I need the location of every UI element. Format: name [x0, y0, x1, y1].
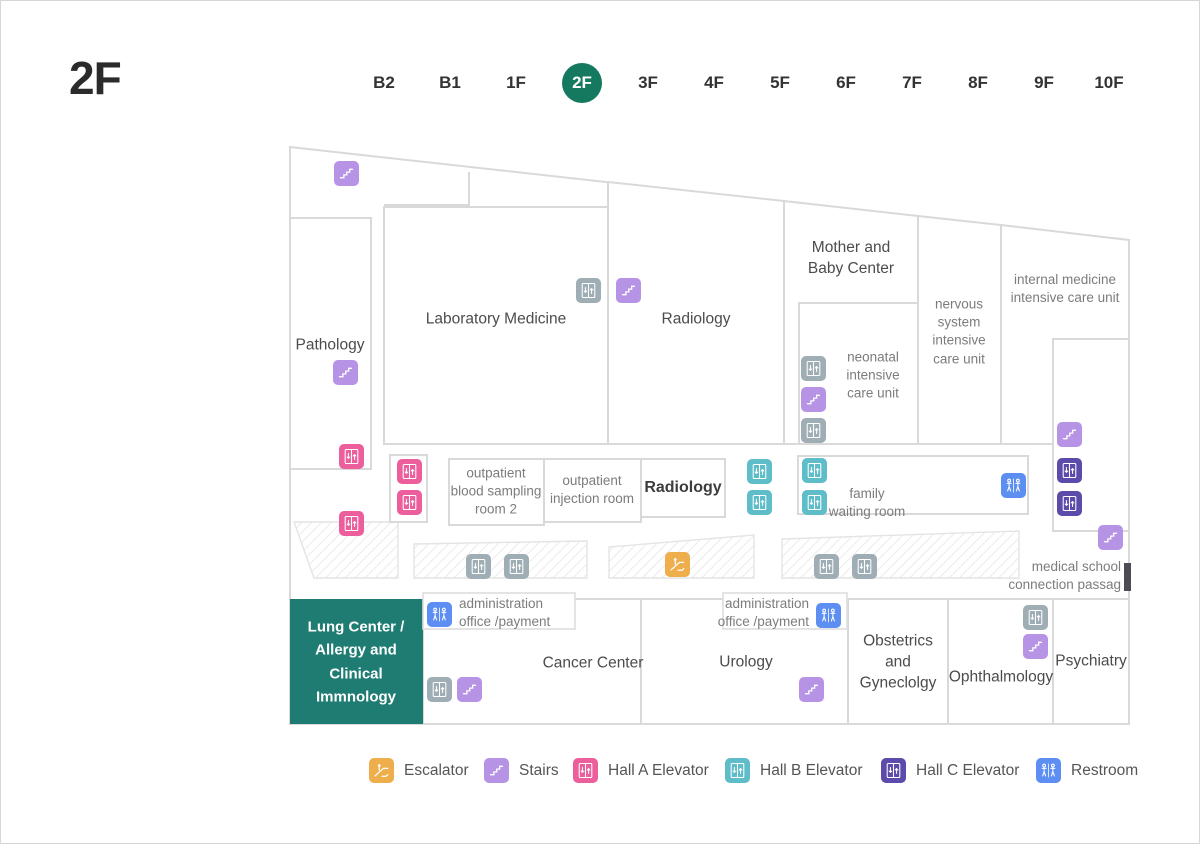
room-label-lung-center: Lung Center / Allergy and Clinical Immno… [307, 618, 405, 706]
corridor-hatch [781, 530, 1020, 579]
hall-c-elevator-icon [1057, 458, 1082, 483]
hall_a-icon [573, 758, 598, 783]
floor-tab-9f[interactable]: 9F [1034, 73, 1054, 92]
floor-tab-1f[interactable]: 1F [506, 73, 526, 92]
label-admin-office-left: administration office /payment [459, 595, 551, 629]
floor-tab-8f[interactable]: 8F [968, 73, 988, 92]
legend-item-hall_a: Hall A Elevator [573, 758, 709, 783]
room-label-neonatal-icu: neonatal intensive care unit [846, 349, 900, 402]
legend-item-stairs: Stairs [484, 758, 559, 783]
room-label-family-waiting: family waiting room [828, 485, 906, 519]
hall-b-elevator-icon [802, 458, 827, 483]
room-label-laboratory-medicine: Laboratory Medicine [425, 310, 567, 328]
room-label-outpatient-blood-sampling: outpatient blood sampling room 2 [450, 465, 542, 518]
room-label-cancer-center: Cancer Center [542, 654, 644, 672]
floor-tab-b2[interactable]: B2 [373, 73, 395, 92]
floor-tab-6f[interactable]: 6F [836, 73, 856, 92]
room-label-psychiatry: Psychiatry [1055, 652, 1127, 670]
floor-tab-10f[interactable]: 10F [1094, 73, 1124, 92]
escalator-icon [665, 552, 690, 577]
elevator-icon [466, 554, 491, 579]
hall-a-elevator-icon [397, 459, 422, 484]
hall-a-elevator-icon [339, 444, 364, 469]
wall-segment [384, 172, 470, 206]
elevator-icon [576, 278, 601, 303]
room-label-pathology: Pathology [295, 336, 365, 354]
hall-b-elevator-icon [747, 459, 772, 484]
room-label-obstetrics-gynecology: Obstetrics and Gyneclolgy [859, 632, 937, 692]
stairs-icon [484, 758, 509, 783]
passage-marker [1124, 563, 1131, 591]
legend-item-restroom: Restroom [1036, 758, 1138, 783]
elevator-icon [504, 554, 529, 579]
room-label-radiology: Radiology [661, 310, 731, 328]
stairs-icon [333, 360, 358, 385]
room-outpatient-blood-sampling [448, 458, 545, 526]
room-label-urology: Urology [719, 653, 773, 671]
hall_b-icon [725, 758, 750, 783]
elevator-icon [801, 356, 826, 381]
floor-tab-b1[interactable]: B1 [439, 73, 461, 92]
room-label-radiology-2: Radiology [644, 479, 722, 497]
hall-a-elevator-icon [397, 490, 422, 515]
legend-item-hall_c: Hall C Elevator [881, 758, 1019, 783]
room-pathology [289, 217, 372, 470]
elevator-icon [1023, 605, 1048, 630]
hall-a-elevator-icon [339, 511, 364, 536]
elevator-icon [852, 554, 877, 579]
stairs-icon [801, 387, 826, 412]
room-outpatient-injection [543, 458, 642, 523]
elevator-icon [814, 554, 839, 579]
room-radiology-2 [640, 458, 726, 518]
restroom-icon [427, 602, 452, 627]
stairs-icon [1057, 422, 1082, 447]
hall_c-icon [881, 758, 906, 783]
room-lung-center [290, 599, 423, 724]
room-label-internal-medicine-icu: internal medicine intensive care unit [1010, 271, 1120, 305]
page-title: 2F [69, 52, 122, 104]
restroom-icon [1036, 758, 1061, 783]
floor-tab-7f[interactable]: 7F [902, 73, 922, 92]
room-laboratory-medicine [383, 206, 609, 445]
stairs-icon [334, 161, 359, 186]
room-label-outpatient-injection: outpatient injection room [549, 472, 635, 506]
room-label-nervous-system-icu: nervous system intensive care unit [932, 296, 986, 367]
room-obstetrics-gynecology [847, 598, 949, 725]
stairs-icon [616, 278, 641, 303]
restroom-icon [816, 603, 841, 628]
floor-tab-2f[interactable]: 2F [562, 63, 602, 103]
room-label-ophthalmology: Ophthalmology [948, 668, 1054, 686]
floor-tab-3f[interactable]: 3F [638, 73, 658, 92]
legend-item-hall_b: Hall B Elevator [725, 758, 863, 783]
escalator-icon [369, 758, 394, 783]
restroom-icon [1001, 473, 1026, 498]
corridor-hatch [413, 540, 588, 579]
label-admin-office-right: administration office /payment [717, 595, 809, 629]
stairs-icon [1098, 525, 1123, 550]
hall-b-elevator-icon [802, 490, 827, 515]
room-family-waiting [797, 455, 1029, 515]
stairs-icon [799, 677, 824, 702]
hall-c-elevator-icon [1057, 491, 1082, 516]
stairs-icon [1023, 634, 1048, 659]
stairs-icon [457, 677, 482, 702]
elevator-icon [427, 677, 452, 702]
hall-b-elevator-icon [747, 490, 772, 515]
room-psychiatry [1052, 598, 1130, 725]
legend-item-escalator: Escalator [369, 758, 469, 783]
room-label-medical-school-passage: medical school connection passag [1008, 558, 1121, 592]
elevator-icon [801, 418, 826, 443]
floor-tab-5f[interactable]: 5F [770, 73, 790, 92]
room-label-mother-baby-center: Mother and Baby Center [807, 239, 895, 277]
floor-tab-4f[interactable]: 4F [704, 73, 724, 92]
